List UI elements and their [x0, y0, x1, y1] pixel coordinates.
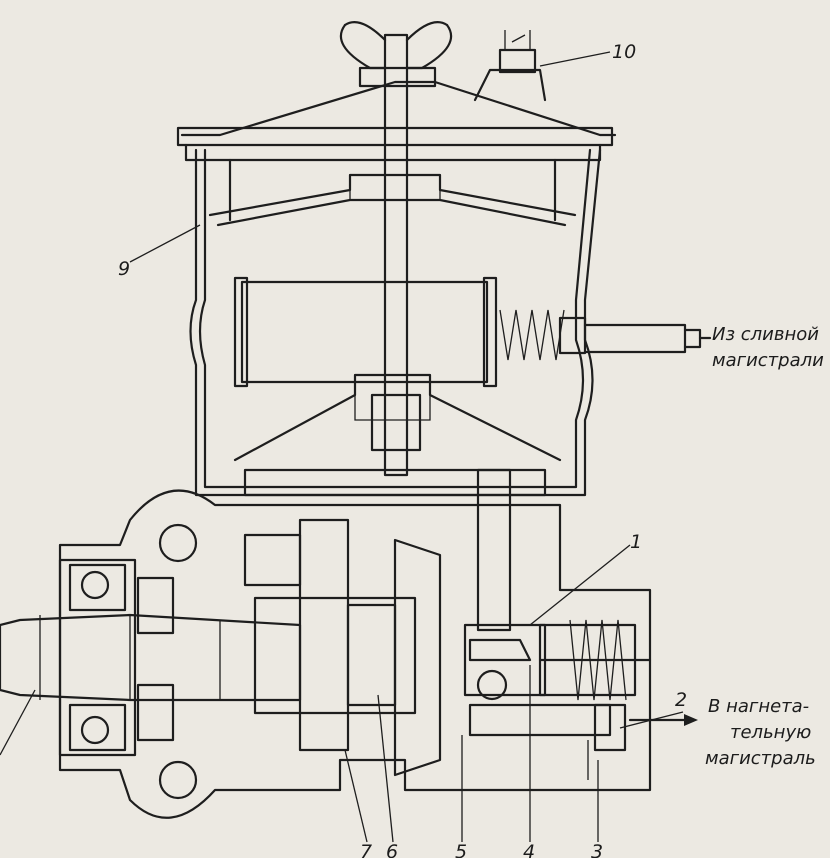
filter-element: [233, 276, 702, 388]
callout-2: 2: [675, 689, 687, 711]
outlet-arrowhead: [684, 714, 698, 726]
inlet-caption-line1: Из сливной: [712, 324, 819, 345]
oil-tank: [176, 80, 617, 497]
central-rod: [339, 21, 453, 477]
callout-5: 5: [455, 841, 467, 858]
pump-body: [0, 468, 652, 819]
leader-lines: [0, 51, 684, 843]
outlet-caption-line2: тельную: [730, 722, 811, 743]
breather-valve: [473, 30, 547, 102]
callout-9: 9: [118, 258, 130, 280]
callout-10: 10: [612, 41, 636, 63]
inlet-caption-line2: магистрали: [712, 350, 824, 371]
outlet-caption-line3: магистраль: [705, 748, 816, 769]
callout-1: 1: [630, 531, 642, 553]
callout-7: 7: [360, 841, 372, 858]
outlet-caption-line1: В нагнета-: [708, 696, 809, 717]
callout-6: 6: [386, 841, 398, 858]
callout-3: 3: [591, 841, 603, 858]
callout-4: 4: [523, 841, 535, 858]
